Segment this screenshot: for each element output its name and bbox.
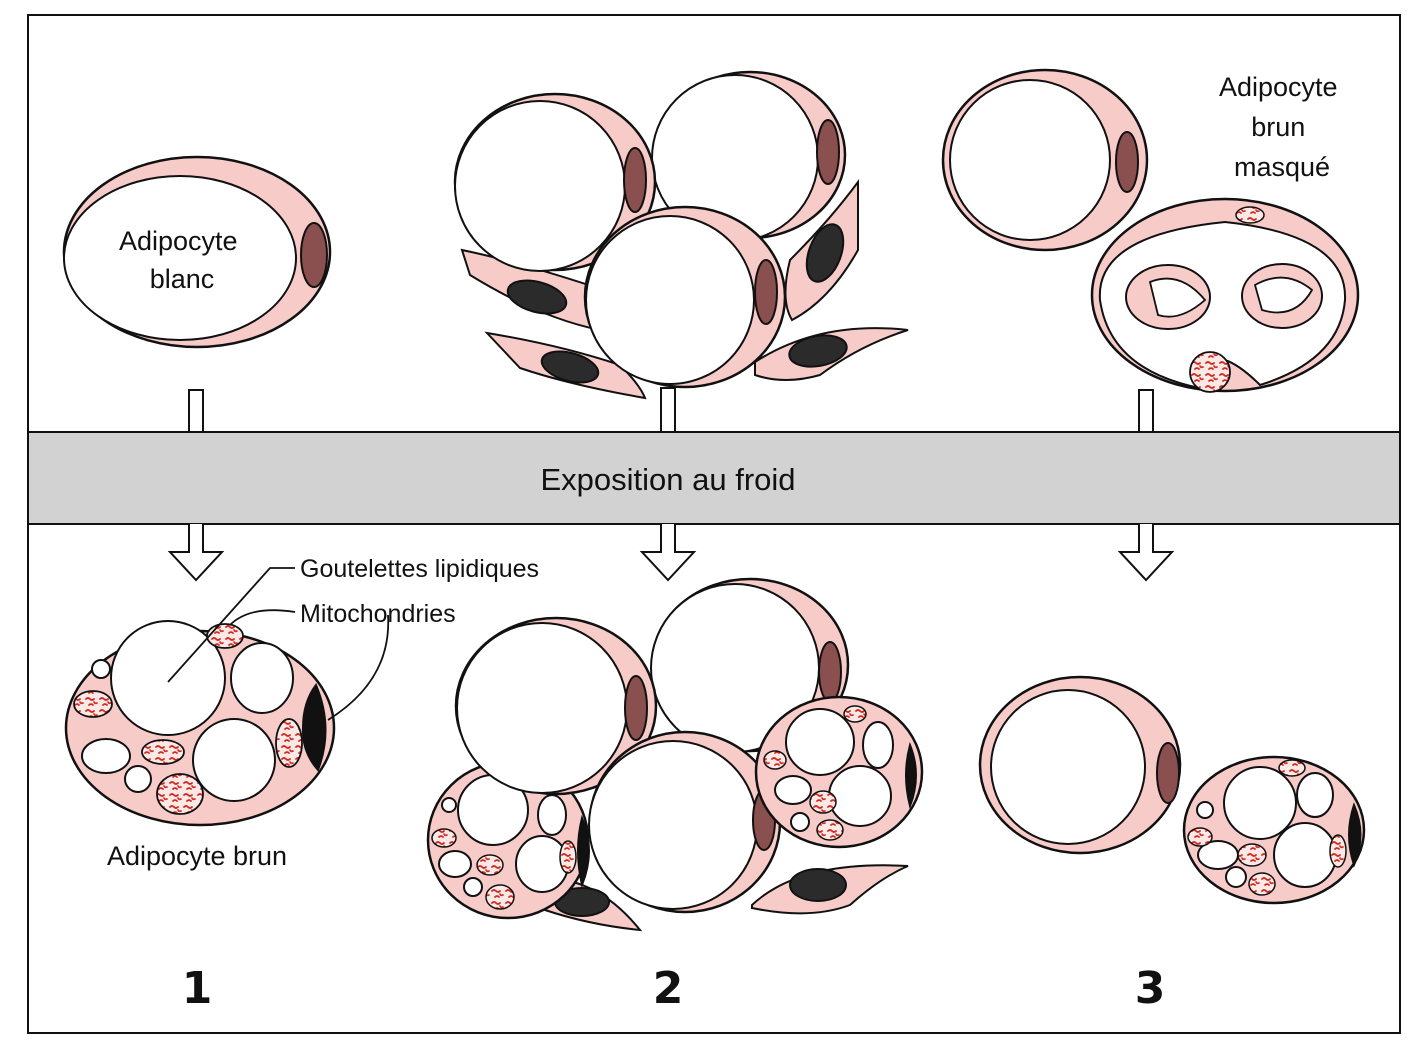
nucleus (300, 222, 328, 288)
mitochondria-label: Mitochondries (300, 600, 456, 628)
mitochondrion (1189, 351, 1231, 393)
cold-exposure-band (27, 431, 1401, 525)
masked-brown-adipocyte (1090, 197, 1360, 393)
arrows-lower (167, 524, 1175, 582)
brown-adipocyte-3 (1182, 755, 1366, 905)
panel-number-1: 1 (182, 963, 213, 1014)
mitochondrion (73, 690, 113, 718)
leader-lipid-droplets (167, 567, 295, 683)
mitochondrion (275, 718, 303, 768)
arrow-shaft-3-upper (1138, 389, 1154, 433)
lipid-droplet (81, 738, 131, 774)
leader-mitochondria-1 (229, 609, 296, 626)
arrow-shaft-1-upper (188, 389, 204, 433)
white-adipocyte-label-line1: Adipocyte (119, 226, 238, 256)
arrow-shaft-2-upper (660, 387, 676, 433)
panel-2-bottom (426, 577, 924, 932)
masked-brown-label-line1: Adipocyte (1219, 72, 1338, 102)
panel-2-top (453, 70, 909, 400)
panel-number-2: 2 (653, 963, 684, 1014)
white-adipocyte-2c (583, 205, 787, 389)
cold-exposure-label: Exposition au froid (540, 462, 795, 497)
white-adipocyte-2b (453, 92, 657, 272)
mitochondrion (156, 773, 204, 815)
white-adipocyte-2e (454, 616, 658, 796)
leader-lines (167, 567, 390, 721)
lipid-droplet (124, 765, 152, 793)
panel-3-bottom (978, 675, 1366, 905)
preadipocyte-right-lower (754, 327, 909, 381)
white-adipocyte-label-line2: blanc (150, 264, 215, 294)
brown-adipocyte-1 (64, 620, 336, 827)
mitochondrion (141, 739, 185, 765)
panel-3-top: Adipocyte brun masqué (941, 68, 1360, 393)
lipid-droplet (91, 659, 111, 679)
arrow-head-1 (167, 524, 225, 582)
panel-number-3: 3 (1135, 963, 1166, 1014)
mitochondrion (1235, 206, 1265, 224)
svg-text:Adipocyte brun mas: Adipocyte brun masqué (1219, 72, 1345, 182)
brown-adipocyte-label: Adipocyte brun (107, 841, 287, 871)
white-adipocyte: Adipocyte blanc (62, 155, 332, 349)
brown-adipocyte-2b (754, 695, 924, 849)
white-adipocyte-2a (651, 70, 847, 242)
lipid-droplet (230, 642, 294, 714)
nucleus (301, 683, 327, 772)
preadipocyte-left-upper (460, 248, 612, 332)
masked-brown-label-line3: masqué (1234, 152, 1330, 182)
mitochondrion (206, 623, 244, 649)
lipid-droplets-label: Goutelettes lipidiques (300, 555, 539, 583)
preadipocyte-bottom-right (751, 864, 909, 915)
arrow-head-3 (1117, 524, 1175, 582)
brown-adipocyte-2a (426, 760, 590, 920)
svg-text:Adipocyte blanc: Adipocyte blanc (119, 226, 245, 294)
white-adipocyte-3b (978, 675, 1182, 855)
preadipocyte-right-upper (784, 178, 859, 322)
white-adipocyte-3 (941, 68, 1149, 252)
masked-brown-label-line2: brun (1251, 112, 1305, 142)
leader-mitochondria-2 (327, 614, 390, 721)
preadipocyte-left-lower (484, 331, 647, 400)
lipid-droplet (192, 718, 276, 802)
arrow-head-2 (639, 524, 697, 582)
white-adipocyte-2f (588, 730, 782, 914)
